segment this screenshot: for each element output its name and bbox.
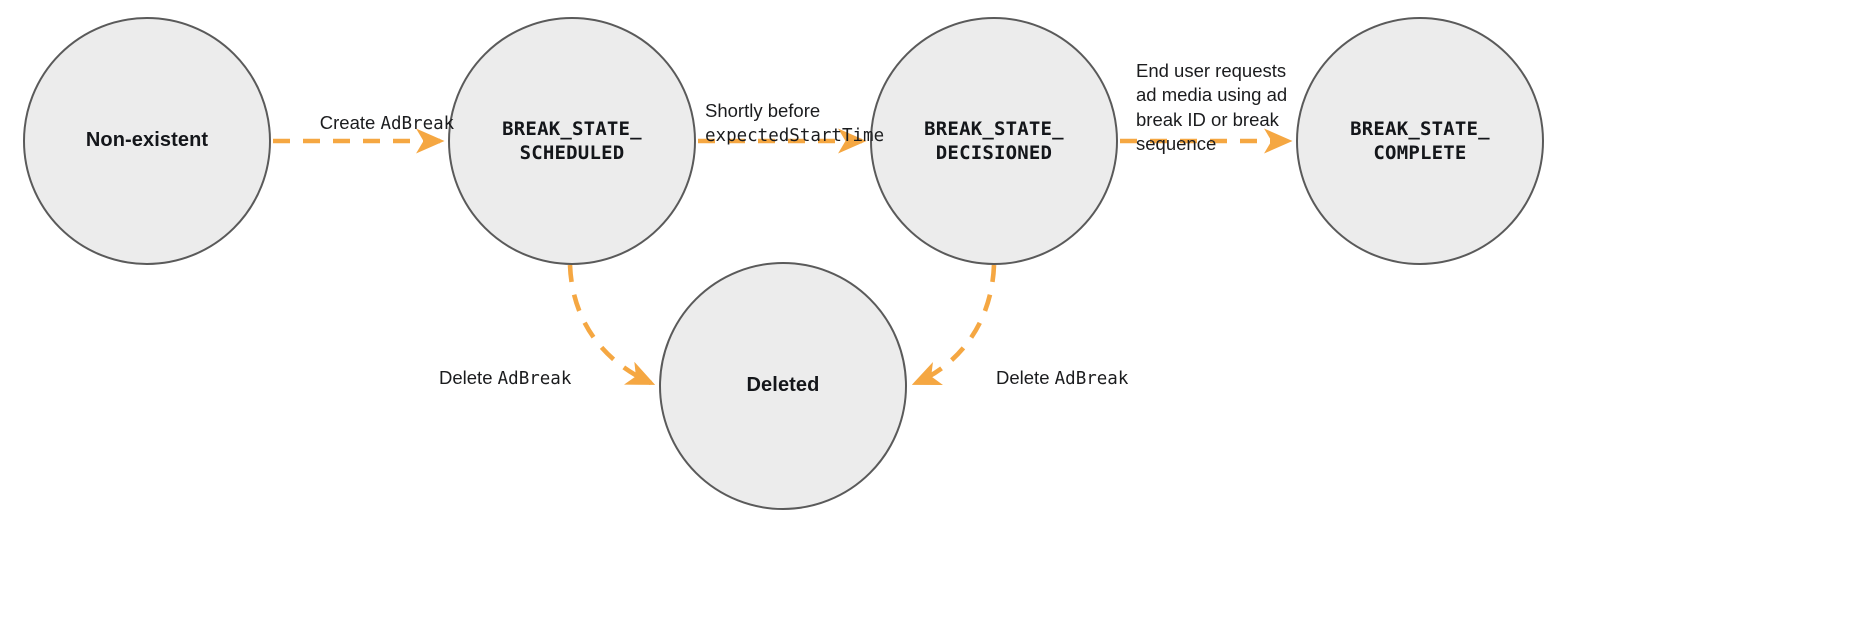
node-label: Non-existent <box>85 129 209 152</box>
edge-label-delete-adbreak-from-scheduled: Delete AdBreak <box>439 341 629 391</box>
node-label: BREAK_STATE_ DECISIONED <box>924 117 1064 164</box>
edge-label-mono-text: AdBreak <box>497 368 572 389</box>
node-label: Deleted <box>746 374 820 397</box>
edge-label-mono-text: AdBreak <box>1054 368 1129 389</box>
edge-label-mono-text: expectedStartTime <box>705 126 885 147</box>
edge-label-delete-adbreak-from-decisioned: Delete AdBreak <box>996 341 1186 391</box>
edge-label-end-user-requests-ad-media: End user requests ad media using ad brea… <box>1136 34 1306 157</box>
edge-label-text: Shortly before <box>705 99 821 121</box>
node-break-state-complete[interactable]: BREAK_STATE_ COMPLETE <box>1296 17 1544 265</box>
edge-delete-adbreak-from-scheduled <box>567 264 656 386</box>
edge-delete-adbreak-from-decisioned <box>911 264 997 386</box>
node-deleted[interactable]: Deleted <box>659 262 907 510</box>
edge-label-shortly-before-expected-start-time: Shortly before expectedStartTime <box>705 74 905 148</box>
node-break-state-scheduled[interactable]: BREAK_STATE_ SCHEDULED <box>448 17 696 265</box>
edge-label-text: Delete <box>439 366 498 388</box>
node-label: BREAK_STATE_ SCHEDULED <box>502 117 642 164</box>
edge-label-text: Delete <box>996 366 1055 388</box>
node-non-existent[interactable]: Non-existent <box>23 17 271 265</box>
edge-label-mono-text: AdBreak <box>380 113 455 134</box>
node-break-state-decisioned[interactable]: BREAK_STATE_ DECISIONED <box>870 17 1118 265</box>
node-label: BREAK_STATE_ COMPLETE <box>1350 117 1490 164</box>
edge-label-text: End user requests ad media using ad brea… <box>1136 59 1288 155</box>
edge-label-create-adbreak: Create AdBreak <box>297 86 477 136</box>
edge-label-text: Create <box>319 111 381 133</box>
